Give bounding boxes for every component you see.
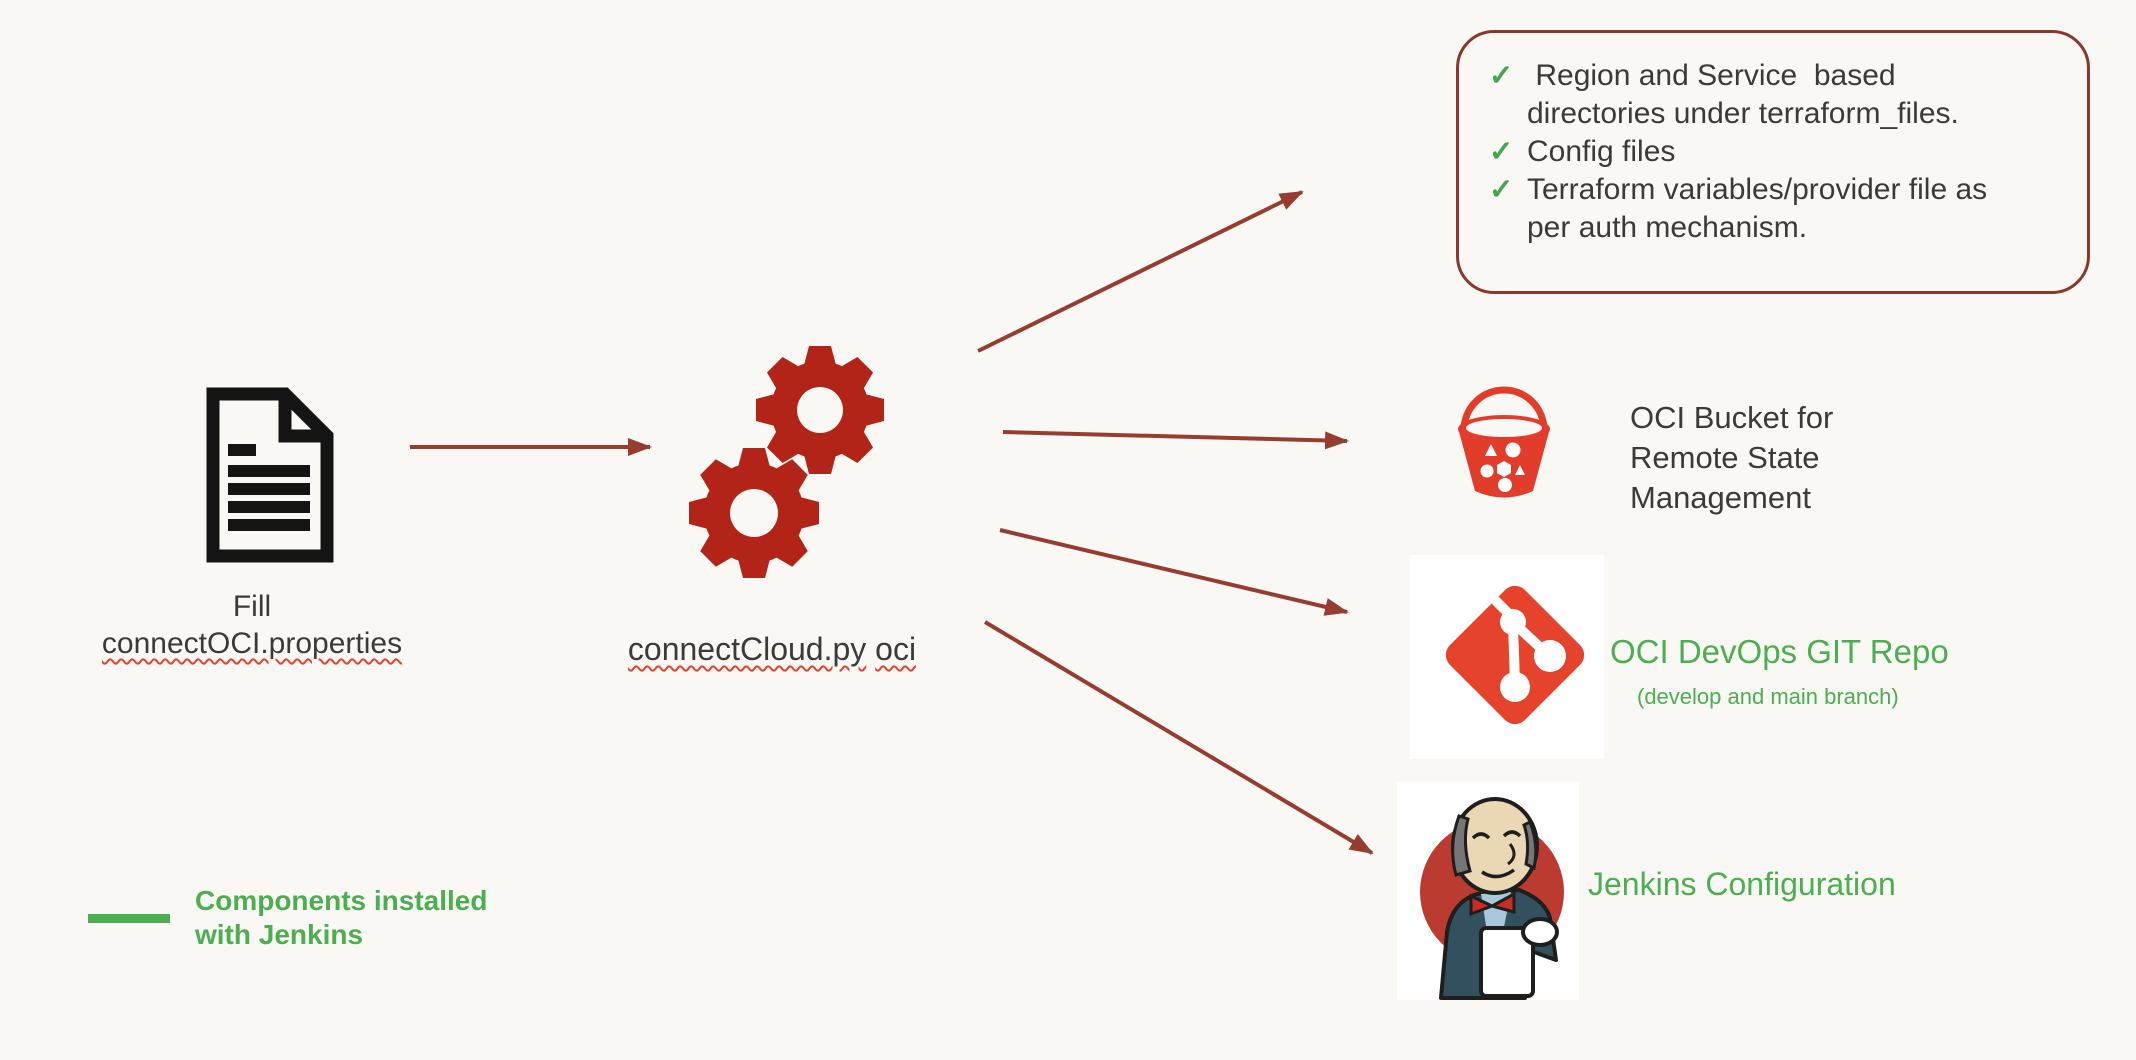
git-icon — [1410, 555, 1604, 759]
checkmark-icon: ✓ — [1489, 174, 1514, 206]
gears-icon — [689, 346, 884, 578]
bucket-label: OCI Bucket for Remote State Management — [1630, 398, 1833, 518]
jenkins-icon — [1397, 782, 1579, 1000]
git-repo-sublabel: (develop and main branch) — [1637, 684, 1899, 709]
jenkins-config-label: Jenkins Configuration — [1588, 866, 1896, 902]
document-icon — [206, 387, 334, 563]
bucket-label-line: Remote State — [1630, 440, 1820, 475]
arrow-gears-to-git — [999, 528, 1349, 616]
properties-file-label-line1: Fill — [232, 590, 272, 623]
legend-green-line — [88, 914, 170, 923]
checklist-item: ✓ Config files — [1489, 133, 2063, 171]
terraform-outputs-checklist: ✓ Region and Service based directories u… — [1456, 30, 2090, 294]
checklist-item: ✓ Terraform variables/provider file as p… — [1489, 171, 2063, 247]
checklist-item: ✓ Region and Service based directories u… — [1489, 57, 2063, 133]
git-repo-label: OCI DevOps GIT Repo — [1610, 633, 1949, 670]
properties-file-label: Fill connectOCI.properties — [70, 588, 434, 662]
checkmark-icon: ✓ — [1489, 136, 1514, 168]
legend-label: Components installed with Jenkins — [195, 884, 487, 952]
properties-file-label-line2: connectOCI.properties — [101, 627, 403, 660]
arrow-gears-to-checklist — [977, 190, 1304, 353]
script-label: connectCloud.py oci — [590, 630, 954, 668]
checklist-item-text: per auth mechanism. — [1527, 211, 1808, 244]
arrow-gears-to-bucket — [1002, 430, 1349, 450]
bucket-label-line: OCI Bucket for — [1630, 400, 1834, 435]
checkmark-icon: ✓ — [1489, 60, 1514, 92]
script-arg: oci — [875, 631, 917, 667]
script-name: connectCloud.py — [627, 631, 867, 667]
legend-label-line: Components installed — [195, 885, 488, 916]
checklist-item-text: Config files — [1527, 135, 1676, 168]
arrow-gears-to-jenkins — [983, 620, 1374, 855]
checklist-item-text: Terraform variables/provider file as — [1527, 173, 1988, 206]
checklist-item-text: Region and Service based — [1527, 59, 1896, 92]
legend-label-line: with Jenkins — [195, 919, 364, 950]
checklist-item-text: directories under terraform_files. — [1527, 97, 1959, 130]
bucket-label-line: Management — [1630, 480, 1811, 515]
bucket-icon — [1458, 386, 1550, 498]
